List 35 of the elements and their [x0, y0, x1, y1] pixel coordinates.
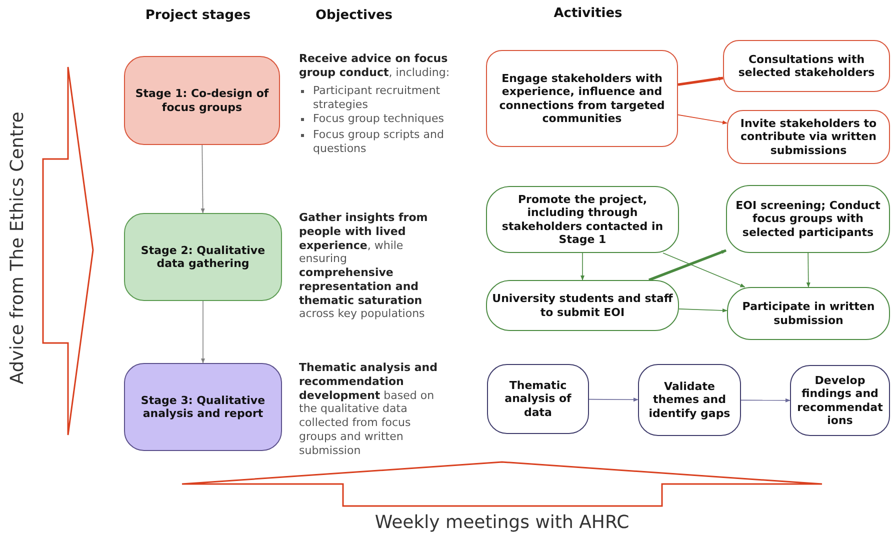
bullet-item: Focus group scripts and questions — [299, 128, 478, 156]
activity-box: Engage stakeholders with experience, influence and connections from targeted communities — [486, 50, 678, 147]
objective-text: Gather insights from people with lived experience, while ensuring comprehensive representation and thematic saturation across key populations — [299, 211, 429, 321]
arrow — [648, 249, 726, 282]
arrow — [740, 398, 790, 402]
objective-text: Receive advice on focus group conduct, including: — [299, 52, 451, 80]
activity-box: EOI screening; Conduct focus groups with selected participants — [726, 185, 890, 253]
bottom-label: Weekly meetings with AHRC — [374, 512, 630, 534]
activity-box: University students and staff to submit EOI — [486, 280, 679, 331]
column-heading: Project stages — [144, 8, 252, 24]
arrow — [200, 144, 205, 214]
column-heading: Activities — [552, 6, 624, 22]
activity-box: Participate in written submission — [727, 287, 890, 340]
activity-box: Develop findings and recommendations — [790, 365, 890, 436]
arrow — [678, 114, 728, 124]
arrow — [201, 300, 205, 364]
stage-box: Stage 2: Qualitative data gathering — [124, 213, 282, 301]
arrow — [662, 252, 746, 288]
arrow — [588, 398, 638, 402]
stage-box: Stage 1: Co-design of focus groups — [124, 56, 280, 145]
activity-box: Validate themes and identify gaps — [638, 364, 741, 436]
arrow — [678, 76, 724, 86]
arrow — [806, 252, 810, 288]
objective-text: Thematic analysis and recommendation development based on the qualitative data collected from focus groups and written submission — [299, 361, 438, 458]
side-label: Advice from The Ethics Centre — [6, 114, 29, 384]
activity-box: Invite stakeholders to contribute via written submissions — [727, 110, 890, 164]
bullet-item: Participant recruitment strategies — [299, 84, 478, 112]
activity-box: Consultations with selected stakeholders — [723, 40, 890, 92]
arrow — [678, 308, 728, 312]
activity-box: Promote the project, including through stakeholders contacted in Stage 1 — [486, 186, 679, 253]
stage-box: Stage 3: Qualitative analysis and report — [124, 363, 282, 451]
arrow — [580, 252, 584, 280]
bullet-item: Focus group techniques — [299, 112, 478, 126]
column-heading: Objectives — [314, 8, 394, 24]
activity-box: Thematic analysis of data — [487, 364, 589, 434]
